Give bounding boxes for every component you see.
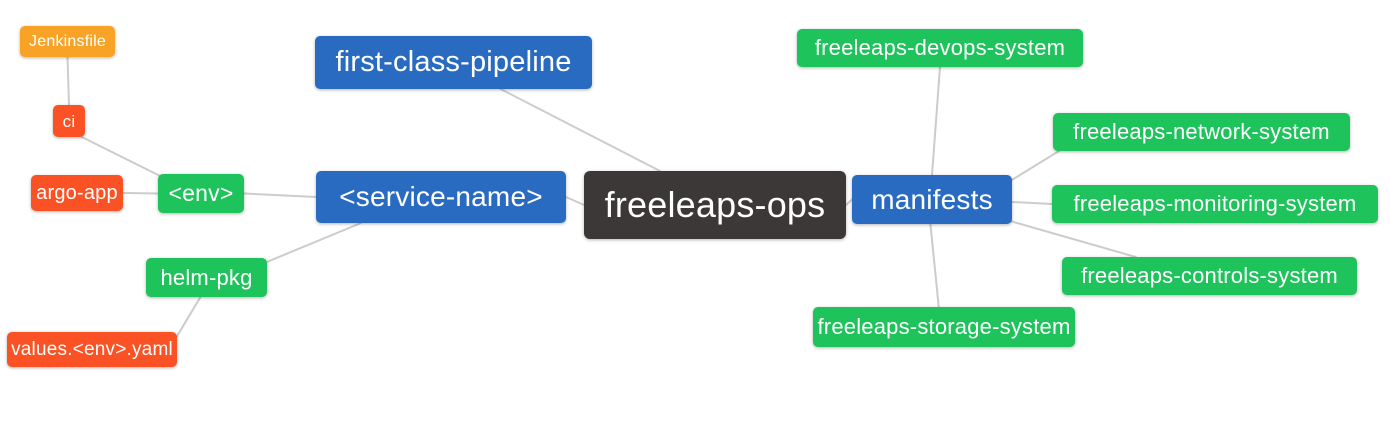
node-manifests[interactable]: manifests <box>852 175 1012 224</box>
node-freeleaps-monitoring-system[interactable]: freeleaps-monitoring-system <box>1052 185 1378 223</box>
edge-helm_pkg-values_env_yaml <box>176 296 202 338</box>
edge-manifests-controls_system <box>1011 220 1137 258</box>
node-freeleaps-devops-system[interactable]: freeleaps-devops-system <box>797 29 1083 67</box>
edge-devops_system-manifests <box>931 66 941 176</box>
node-jenkinsfile[interactable]: Jenkinsfile <box>20 26 115 57</box>
edge-service_name-helm_pkg <box>266 222 362 263</box>
node-helm-pkg[interactable]: helm-pkg <box>146 258 267 297</box>
edge-manifests-monitoring_system <box>1011 200 1053 205</box>
node-service-name[interactable]: <service-name> <box>316 171 566 223</box>
node-env[interactable]: <env> <box>158 174 244 213</box>
edge-ci-env <box>80 136 166 179</box>
node-ci[interactable]: ci <box>53 105 85 137</box>
edge-manifests-storage_system <box>929 223 940 308</box>
node-first-class-pipeline[interactable]: first-class-pipeline <box>315 36 592 89</box>
node-values-env-yaml[interactable]: values.<env>.yaml <box>7 332 177 367</box>
edge-argo_app-env <box>122 192 159 195</box>
edge-service_name-freeleaps_ops <box>565 196 585 206</box>
edge-first_class_pipeline-freeleaps_ops <box>499 88 661 172</box>
node-freeleaps-ops[interactable]: freeleaps-ops <box>584 171 846 239</box>
node-freeleaps-network-system[interactable]: freeleaps-network-system <box>1053 113 1350 151</box>
edge-jenkinsfile-ci <box>66 56 70 106</box>
edge-manifests-network_system <box>1011 150 1060 181</box>
node-freeleaps-controls-system[interactable]: freeleaps-controls-system <box>1062 257 1357 295</box>
node-freeleaps-storage-system[interactable]: freeleaps-storage-system <box>813 307 1075 347</box>
edge-env-service_name <box>243 192 317 198</box>
node-argo-app[interactable]: argo-app <box>31 175 123 211</box>
